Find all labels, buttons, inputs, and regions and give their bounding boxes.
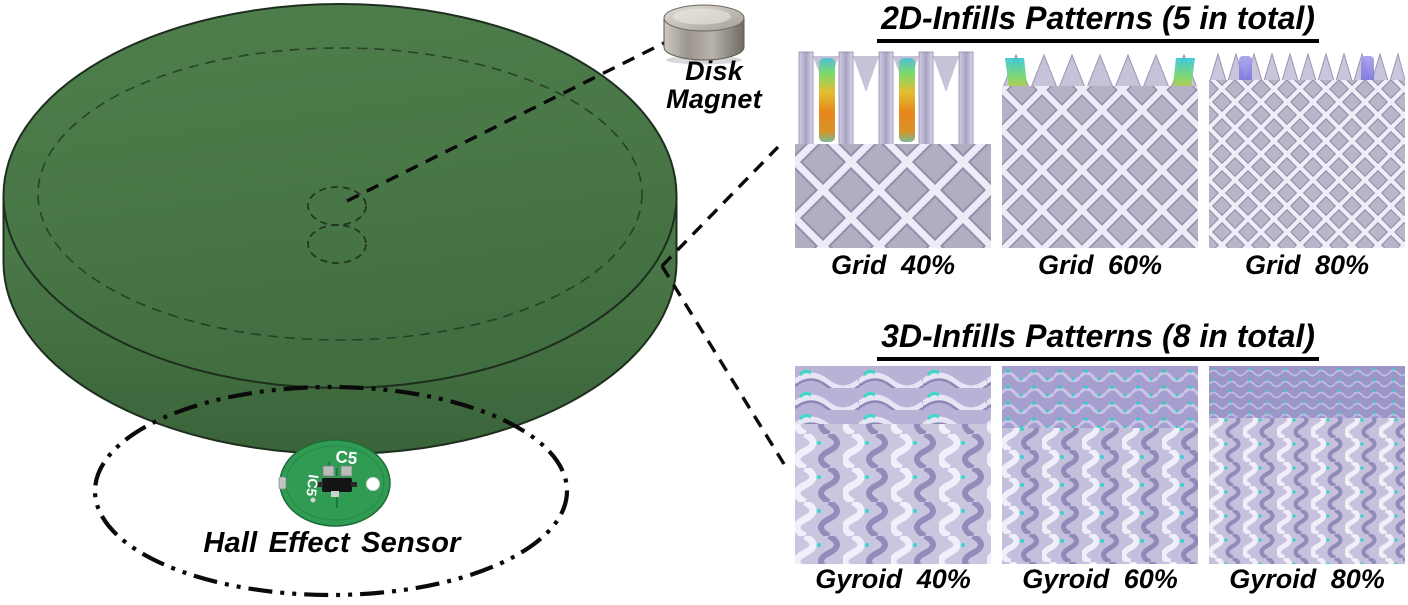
grid-60-lattice <box>1002 86 1198 248</box>
gyroid-40-body <box>795 424 991 564</box>
callout-line-2d <box>660 145 780 268</box>
grid-60-render <box>1002 50 1198 248</box>
pcb-marking-c5: C5 <box>335 447 359 468</box>
section-title-2d-text: 2D-Infills Patterns (5 in total) <box>877 0 1319 43</box>
gyroid-60-top-layers <box>1002 366 1198 428</box>
grid-60-teeth <box>1002 53 1198 92</box>
disk-magnet-photo <box>663 4 745 65</box>
pattern-label: Grid 40% <box>830 250 956 280</box>
magnet-cavity-marks <box>307 186 367 264</box>
grid-80-lattice <box>1209 80 1405 248</box>
hall-effect-sensor-label: Hall Effect Sensor <box>203 527 461 559</box>
pattern-label: Gyroid 80% <box>1229 564 1385 594</box>
gyroid-80-top-layers <box>1209 366 1405 418</box>
disk-magnet-label: Disk Magnet <box>666 56 762 114</box>
left-scene: C5 IC5 <box>2 3 786 598</box>
hall-sensor-pcb: C5 IC5 <box>278 439 391 527</box>
gyroid-60-render <box>1002 366 1198 564</box>
grid-40-render <box>795 50 991 248</box>
pattern-label: Grid 60% <box>1037 250 1163 280</box>
pattern-label: Gyroid 60% <box>1022 564 1178 594</box>
callout-line-3d <box>660 265 786 465</box>
disk-top-face <box>2 3 678 389</box>
section-title-3d-text: 3D-Infills Patterns (8 in total) <box>877 318 1319 361</box>
gyroid-80-render <box>1209 366 1405 564</box>
callout-line-magnet <box>346 39 669 203</box>
grid-40-lattice <box>795 144 991 248</box>
gyroid-40-top-layers <box>795 366 991 424</box>
grid-40-fins <box>798 51 974 147</box>
green-disk <box>2 3 678 455</box>
gyroid-80-body <box>1209 418 1405 564</box>
pattern-label: Grid 80% <box>1244 250 1370 280</box>
grid-80-teeth <box>1209 52 1405 86</box>
pcb-marking-ic5: IC5 <box>303 474 322 498</box>
section-title-2d: 2D-Infills Patterns (5 in total) <box>788 0 1408 43</box>
grid-80-render <box>1209 50 1405 248</box>
gyroid-60-body <box>1002 428 1198 564</box>
gyroid-40-render <box>795 366 991 564</box>
hall-sensor-ellipse <box>92 384 570 598</box>
pattern-label: Gyroid 40% <box>815 564 971 594</box>
section-title-3d: 3D-Infills Patterns (8 in total) <box>788 318 1408 361</box>
